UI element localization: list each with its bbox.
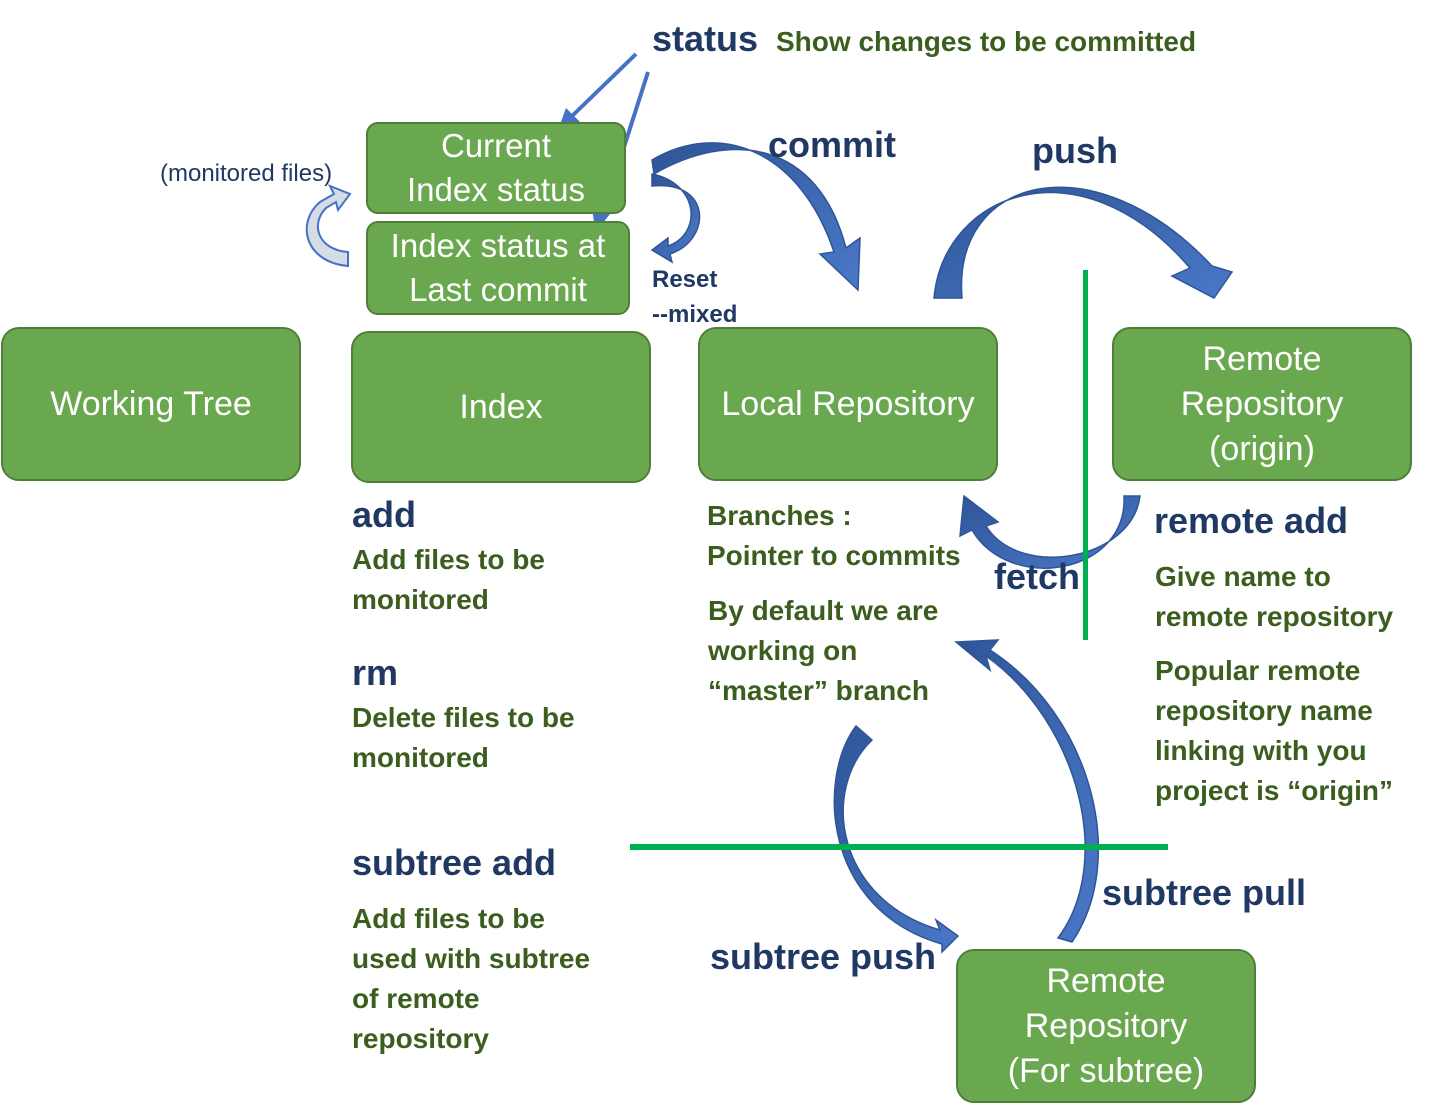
remote-add-name-line-2: remote repository (1155, 601, 1394, 632)
subtree-push-arrow (833, 724, 960, 954)
index-status-last-commit-line-2: Last commit (409, 271, 587, 308)
reset-mixed-arrow (650, 173, 701, 264)
status-description: Show changes to be committed (776, 26, 1197, 57)
subtree-divider-horizontal (630, 844, 1168, 850)
add-description-line-1: Add files to be (352, 544, 545, 575)
monitored-files-arrow (305, 184, 352, 268)
remote-subtree-line-2: Repository (1024, 1006, 1188, 1045)
commit-command: commit (768, 124, 897, 165)
branches-description-line-1: Branches : (707, 500, 852, 531)
branches-description-line-2: Pointer to commits (707, 540, 961, 571)
remote-add-name-line-1: Give name to (1155, 561, 1331, 592)
remote-divider-vertical (1083, 270, 1088, 640)
subtree-add-description-line-1: Add files to be (352, 903, 545, 934)
remote-add-popular-line-4: project is “origin” (1155, 775, 1394, 806)
remote-origin-line-3: (origin) (1209, 429, 1315, 468)
rm-description: Delete files to be monitored (352, 698, 575, 778)
current-index-status-box: Current Index status (366, 122, 626, 214)
remote-add-popular-line-2: repository name (1155, 695, 1373, 726)
current-index-status-line-2: Index status (407, 171, 585, 208)
index-box: Index (351, 331, 651, 483)
branches-description: Branches : Pointer to commits (707, 496, 961, 576)
subtree-pull-arrow (954, 639, 1100, 943)
mixed-label: --mixed (652, 301, 738, 328)
remote-origin-box: Remote Repository (origin) (1112, 327, 1412, 481)
index-status-last-commit-box: Index status at Last commit (366, 221, 630, 315)
commit-arrow (651, 142, 861, 292)
remote-add-popular-line-3: linking with you (1155, 735, 1367, 766)
remote-origin-line-1: Remote (1202, 339, 1322, 378)
default-branch-line-2: working on (708, 635, 858, 666)
subtree-add-description-line-4: repository (352, 1023, 489, 1054)
rm-command: rm (352, 652, 399, 693)
local-repository-label: Local Repository (721, 384, 975, 423)
rm-description-line-1: Delete files to be (352, 702, 575, 733)
working-tree-box: Working Tree (1, 327, 301, 481)
add-command: add (352, 494, 417, 535)
fetch-command: fetch (994, 556, 1081, 597)
subtree-push-command: subtree push (710, 936, 937, 977)
subtree-add-description-line-2: used with subtree (352, 943, 591, 974)
fetch-arrow (959, 494, 1141, 569)
local-repository-box: Local Repository (698, 327, 998, 481)
subtree-pull-command: subtree pull (1102, 872, 1307, 913)
index-label: Index (459, 387, 543, 426)
remote-subtree-line-1: Remote (1046, 961, 1166, 1000)
rm-description-line-2: monitored (352, 742, 489, 773)
index-status-last-commit-line-1: Index status at (390, 227, 606, 264)
monitored-files-label: (monitored files) (160, 160, 333, 187)
remote-add-popular-description: Popular remote repository name linking w… (1155, 651, 1393, 811)
remote-add-name-description: Give name to remote repository (1155, 557, 1393, 637)
remote-add-command: remote add (1154, 500, 1349, 541)
add-description: Add files to be monitored (352, 540, 545, 620)
default-branch-line-1: By default we are (708, 595, 939, 626)
add-description-line-2: monitored (352, 584, 489, 615)
subtree-add-command: subtree add (352, 842, 557, 883)
push-arrow (933, 186, 1234, 299)
default-branch-line-3: “master” branch (708, 675, 929, 706)
push-command: push (1032, 130, 1118, 171)
remote-subtree-box: Remote Repository (For subtree) (956, 949, 1256, 1103)
remote-origin-line-2: Repository (1180, 384, 1344, 423)
remote-add-popular-line-1: Popular remote (1155, 655, 1361, 686)
subtree-add-description-line-3: of remote (352, 983, 480, 1014)
reset-label: Reset (652, 266, 718, 293)
reset-mixed-label: Reset --mixed (652, 262, 737, 332)
current-index-status-line-1: Current (440, 127, 552, 164)
remote-subtree-line-3: (For subtree) (1007, 1051, 1205, 1090)
subtree-add-description: Add files to be used with subtree of rem… (352, 899, 590, 1059)
working-tree-label: Working Tree (50, 384, 252, 423)
status-command: status (652, 18, 759, 59)
default-branch-description: By default we are working on “master” br… (708, 591, 938, 711)
